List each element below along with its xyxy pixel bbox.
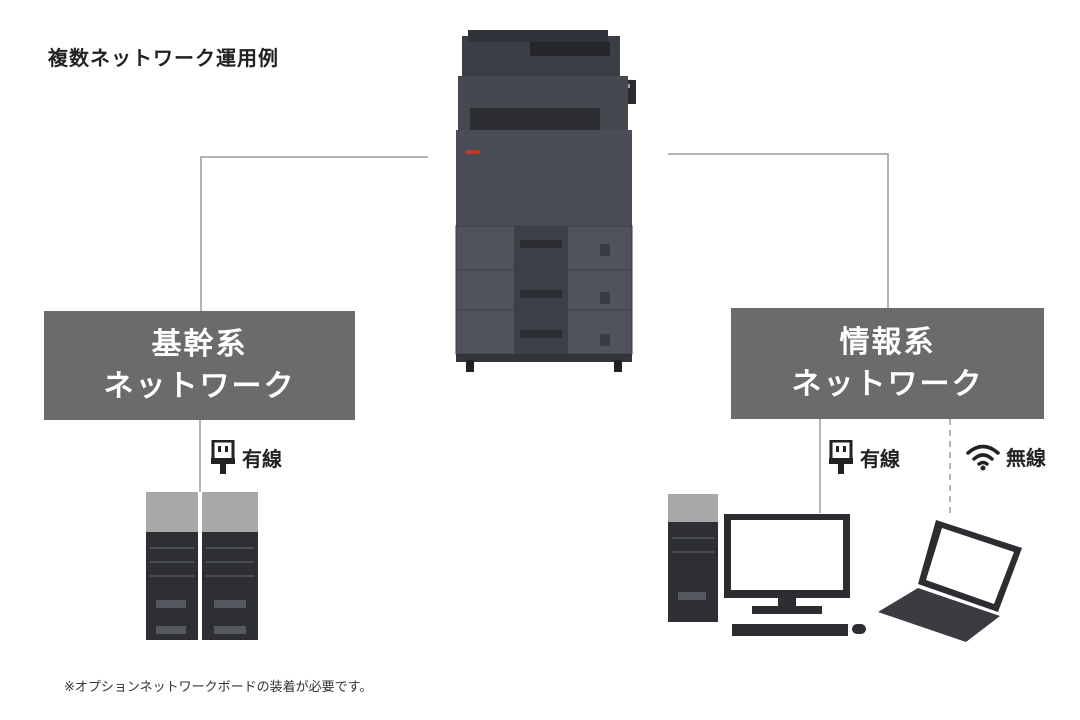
core-network-label-line1: 基幹系 <box>151 326 248 362</box>
line-printer-to-core-network <box>200 156 428 311</box>
info-wireless-label: 無線 <box>966 442 1046 471</box>
ethernet-plug-icon <box>211 440 235 474</box>
info-wired-label: 有線 <box>828 440 900 474</box>
ethernet-plug-icon <box>829 440 853 474</box>
core-wired-text: 有線 <box>242 446 282 471</box>
info-network-label-line2: ネットワーク <box>791 366 984 402</box>
footnote: ※オプションネットワークボードの装着が必要です。 <box>64 680 373 695</box>
connection-lines <box>199 153 951 515</box>
info-wireless-text: 無線 <box>1006 446 1046 470</box>
server-tower-icon-2 <box>202 492 258 640</box>
monitor-icon <box>724 514 850 614</box>
info-network-label-line1: 情報系 <box>839 324 936 360</box>
core-wired-label: 有線 <box>210 440 282 474</box>
core-network-box: 基幹系 ネットワーク <box>44 311 355 420</box>
info-network-box: 情報系 ネットワーク <box>731 308 1044 419</box>
info-wired-text: 有線 <box>860 446 900 471</box>
diagram-title: 複数ネットワーク運用例 <box>48 46 279 70</box>
printer-icon <box>455 30 636 372</box>
line-printer-to-info-network <box>668 153 889 308</box>
core-network-label-line2: ネットワーク <box>103 368 296 404</box>
server-tower-icon-1 <box>146 492 198 640</box>
keyboard-icon <box>732 624 866 636</box>
laptop-icon <box>878 520 1022 642</box>
wifi-icon <box>966 444 1000 470</box>
desktop-tower-icon <box>668 494 718 622</box>
